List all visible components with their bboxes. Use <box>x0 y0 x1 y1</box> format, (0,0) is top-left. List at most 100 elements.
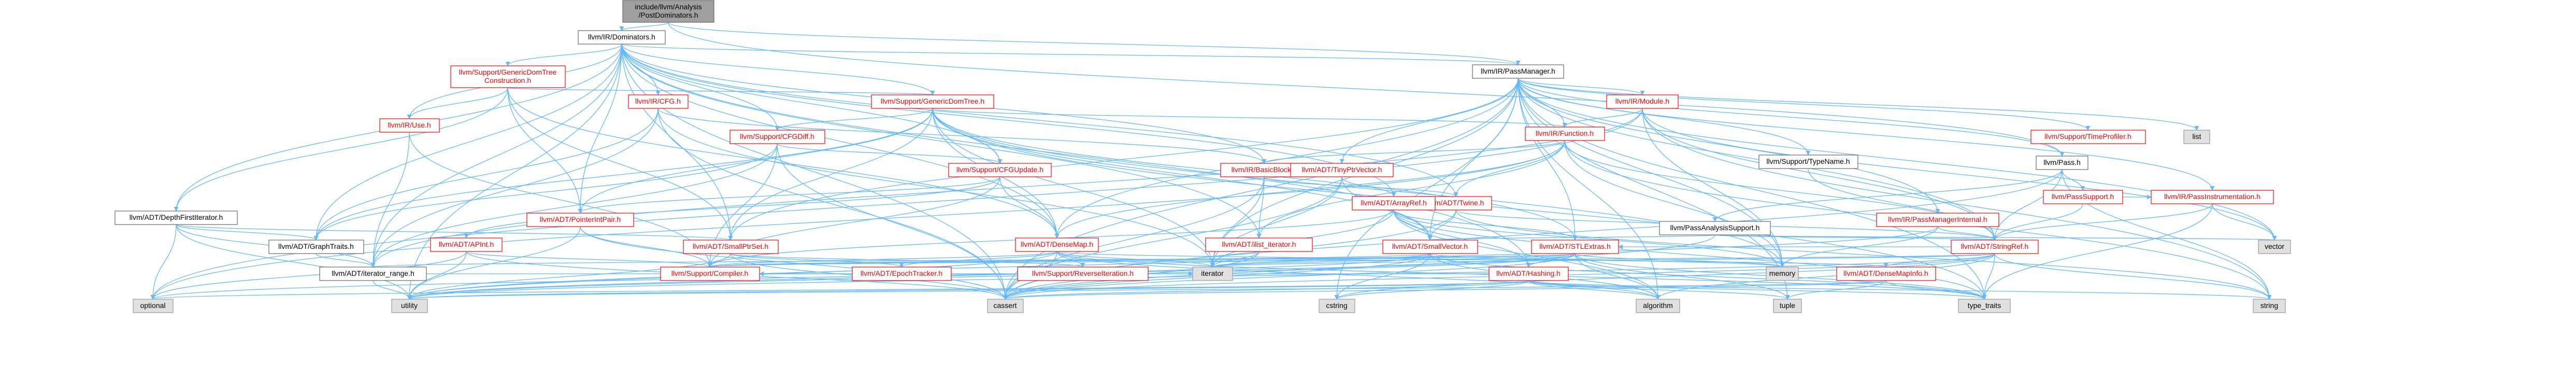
node-label: llvm/ADT/DepthFirstIterator.h <box>130 213 223 221</box>
node-box <box>1636 299 1680 313</box>
node-smallptrset[interactable]: llvm/ADT/SmallPtrSet.h <box>683 240 779 254</box>
node-label: llvm/ADT/ArrayRef.h <box>1361 199 1427 207</box>
node-smallvector[interactable]: llvm/ADT/SmallVector.h <box>1382 240 1478 254</box>
edge-densemap-to-densemapinfo <box>1056 251 1888 268</box>
node-label: llvm/ADT/STLExtras.h <box>1539 242 1611 250</box>
node-densemapinfo[interactable]: llvm/ADT/DenseMapInfo.h <box>1836 267 1936 281</box>
node-label: llvm/ADT/TinyPtrVector.h <box>1301 165 1382 174</box>
node-dominators[interactable]: llvm/IR/Dominators.h <box>578 30 666 45</box>
node-graphtraits[interactable]: llvm/ADT/GraphTraits.h <box>268 240 364 254</box>
node-depthfirst[interactable]: llvm/ADT/DepthFirstIterator.h <box>115 211 238 225</box>
node-tinyptrvector[interactable]: llvm/ADT/TinyPtrVector.h <box>1290 163 1394 177</box>
node-iterator: iterator <box>1192 267 1233 281</box>
edge-dominators-to-twine <box>621 44 1458 197</box>
node-cfgdiff[interactable]: llvm/Support/CFGDiff.h <box>729 130 825 144</box>
edge-ir-module-to-memory <box>1642 108 1785 268</box>
node-generic-construction[interactable]: llvm/Support/GenericDomTreeConstruction.… <box>450 65 566 88</box>
edge-densemapinfo-to-type-traits <box>1885 280 1987 300</box>
edge-stlextras-to-memory <box>1575 253 1785 268</box>
node-arrayref[interactable]: llvm/ADT/ArrayRef.h <box>1352 196 1436 211</box>
node-box <box>1382 240 1478 254</box>
edge-dominators-to-densemap <box>621 44 1060 239</box>
node-utility: utility <box>391 299 428 313</box>
edge-stlextras-to-utility <box>407 253 1576 300</box>
node-box <box>1773 299 1802 313</box>
node-iterator-range[interactable]: llvm/ADT/iterator_range.h <box>319 267 427 281</box>
node-stringref[interactable]: llvm/ADT/StringRef.h <box>1951 240 2039 254</box>
edge-ir-use-to-iterator-range <box>370 132 410 268</box>
edge-depthfirst-to-graphtraits <box>176 224 319 241</box>
node-label: llvm/ADT/StringRef.h <box>1961 242 2029 250</box>
node-box <box>628 94 689 109</box>
edge-cfgupdate-to-densemap <box>999 176 1060 239</box>
node-label: llvm/ADT/EpochTracker.h <box>861 269 942 277</box>
edge-cfgdiff-to-cfgupdate <box>777 143 1003 164</box>
edge-hashing-to-algorithm <box>1528 280 1661 300</box>
edge-root-to-pass <box>668 22 2065 157</box>
edge-ir-cfg-to-cassert <box>657 108 1008 300</box>
node-apint[interactable]: llvm/ADT/APInt.h <box>430 237 503 252</box>
edge-apint-to-compiler <box>466 251 712 268</box>
edge-densemapinfo-to-cassert <box>1003 280 1886 300</box>
node-label: llvm/Support/ReverseIteration.h <box>1032 269 1134 277</box>
node-label: tuple <box>1780 301 1796 310</box>
node-box <box>2253 299 2286 313</box>
node-label: llvm/IR/Use.h <box>388 121 431 129</box>
node-box <box>1836 267 1936 281</box>
node-densemap[interactable]: llvm/ADT/DenseMap.h <box>1015 237 1099 252</box>
node-ir-module[interactable]: llvm/IR/Module.h <box>1606 94 1679 109</box>
node-label: llvm/Support/GenericDomTree.h <box>881 97 984 105</box>
node-box <box>450 65 566 88</box>
edge-apint-to-optional <box>150 251 467 300</box>
node-box <box>622 0 714 23</box>
node-stlextras[interactable]: llvm/ADT/STLExtras.h <box>1531 240 1619 254</box>
node-ir-use[interactable]: llvm/IR/Use.h <box>379 118 440 133</box>
node-hashing[interactable]: llvm/ADT/Hashing.h <box>1489 267 1569 281</box>
node-passmgrinternal[interactable]: llvm/IR/PassManagerInternal.h <box>1876 213 1999 227</box>
node-root[interactable]: include/llvm/Analysis/PostDominators.h <box>622 0 714 23</box>
node-box <box>2030 130 2146 144</box>
node-ir-function[interactable]: llvm/IR/Function.h <box>1525 127 1605 141</box>
node-ir-cfg[interactable]: llvm/IR/CFG.h <box>628 94 689 109</box>
node-label: algorithm <box>1643 301 1673 310</box>
node-pass[interactable]: llvm/Pass.h <box>2036 156 2088 170</box>
edge-passanalysis-to-vector <box>1714 234 2276 241</box>
node-generic-domtree[interactable]: llvm/Support/GenericDomTree.h <box>871 94 994 109</box>
node-label: llvm/IR/Dominators.h <box>588 33 655 41</box>
edge-smallptrset-to-reverseiter <box>730 253 1085 268</box>
node-box <box>1352 196 1436 211</box>
node-passmanager[interactable]: llvm/IR/PassManager.h <box>1472 64 1564 79</box>
edge-twine-to-string <box>1455 209 2272 300</box>
node-compiler[interactable]: llvm/Support/Compiler.h <box>660 267 760 281</box>
node-label: llvm/Support/TypeName.h <box>1766 157 1850 165</box>
node-typename[interactable]: llvm/Support/TypeName.h <box>1758 155 1858 169</box>
edge-passinstr-to-vector <box>2212 203 2277 241</box>
edge-depthfirst-to-utility <box>176 224 412 300</box>
node-reverseiter[interactable]: llvm/Support/ReverseIteration.h <box>1017 267 1149 281</box>
node-box <box>1489 267 1569 281</box>
edge-passmanager-to-ir-module <box>1518 78 1645 95</box>
node-label: llvm/Support/Compiler.h <box>671 269 749 277</box>
node-passsupport[interactable]: llvm/PassSupport.h <box>2043 190 2123 204</box>
node-epochtracker[interactable]: llvm/ADT/EpochTracker.h <box>852 267 952 281</box>
node-timeprofiler[interactable]: llvm/Support/TimeProfiler.h <box>2030 130 2146 144</box>
node-pointerintpair[interactable]: llvm/ADT/PointerIntPair.h <box>526 213 634 227</box>
node-ilist-iterator[interactable]: llvm/ADT/ilist_iterator.h <box>1205 237 1313 252</box>
edge-hashing-to-optional <box>151 280 1529 300</box>
edge-hashing-to-cassert <box>1003 280 1529 300</box>
edge-passsupport-to-stringref <box>1992 203 2083 241</box>
edge-generic-domtree-to-ir-function <box>932 108 1567 128</box>
edge-passmanager-to-list <box>1518 78 2199 131</box>
node-passinstr[interactable]: llvm/IR/PassInstrumentation.h <box>2151 190 2274 204</box>
node-passanalysis[interactable]: llvm/PassAnalysisSupport.h <box>1659 221 1771 235</box>
node-label: llvm/ADT/iterator_range.h <box>332 269 414 277</box>
node-box <box>1766 267 1799 281</box>
edge-generic-domtree-to-graphtraits <box>313 108 933 241</box>
node-box <box>852 267 952 281</box>
edge-pass-to-passanalysis <box>1712 169 2063 222</box>
edge-pointerintpair-to-cassert <box>580 226 1008 300</box>
edge-ir-cfg-to-iterator-range <box>370 108 659 268</box>
node-cfgupdate[interactable]: llvm/Support/CFGUpdate.h <box>948 163 1052 177</box>
node-box <box>1958 299 2011 313</box>
node-list: list <box>2183 130 2210 144</box>
